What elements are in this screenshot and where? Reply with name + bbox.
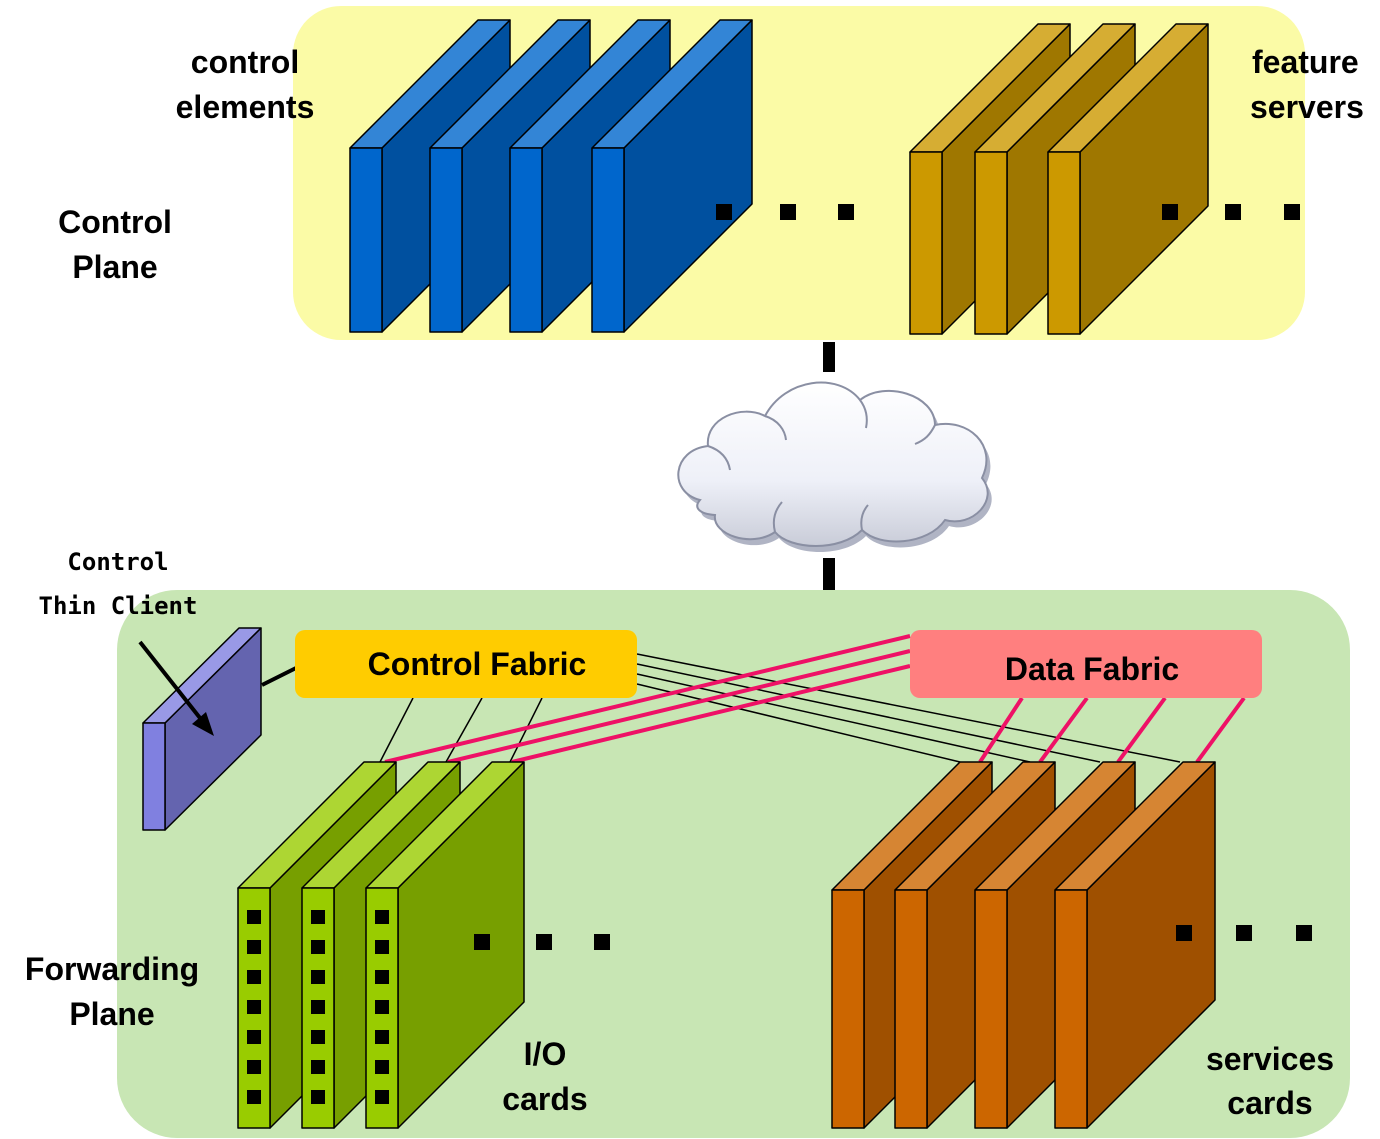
control-fabric-links (379, 653, 1181, 763)
control-elements-label-line1: control (191, 44, 299, 80)
thin-client-link (261, 666, 297, 687)
feature-servers-label-line2: servers (1250, 89, 1364, 125)
thin-client-label-line2: Thin Client (39, 592, 198, 620)
card-port (375, 1090, 389, 1104)
card-port (375, 910, 389, 924)
control-plane-label-line2: Plane (72, 249, 157, 285)
feature-servers-cards (909, 23, 1209, 335)
card-port (375, 940, 389, 954)
card-port (311, 1030, 325, 1044)
control-elements-cards (349, 19, 753, 333)
card-port (311, 940, 325, 954)
control-element-card (591, 19, 753, 333)
thin-client-label-line1: Control (67, 548, 168, 576)
card-port (247, 1060, 261, 1074)
card-port (311, 910, 325, 924)
control-fabric-box (295, 630, 637, 698)
forwarding-plane-label-line2: Plane (69, 996, 154, 1032)
card-port (311, 1090, 325, 1104)
io-cards-label-line1: I/O (524, 1036, 567, 1072)
card-port (247, 1000, 261, 1014)
services-cards-label-line2: cards (1227, 1085, 1312, 1121)
control-fabric-label: Control Fabric (368, 646, 587, 682)
card-port (247, 970, 261, 984)
feature-servers-label-line1: feature (1252, 44, 1359, 80)
card-port (375, 1060, 389, 1074)
control-plane-label-line1: Control (58, 204, 172, 240)
io-cards-label-line2: cards (502, 1081, 587, 1117)
card-port (375, 970, 389, 984)
control-link-top (823, 342, 835, 372)
card-port (247, 1090, 261, 1104)
card-port (375, 1030, 389, 1044)
thin-client-arrow (138, 640, 214, 736)
io-cards (237, 761, 525, 1129)
card-port (311, 1060, 325, 1074)
ellipsis-dots (474, 204, 1312, 950)
card-port (247, 940, 261, 954)
control-elements-label-line2: elements (176, 89, 315, 125)
thin-client-card (142, 627, 262, 831)
io-card (365, 761, 525, 1129)
card-port (247, 910, 261, 924)
data-fabric-box (910, 630, 1262, 698)
services-cards (831, 761, 1216, 1129)
data-fabric-label: Data Fabric (1005, 651, 1179, 687)
cloud-icon (677, 381, 992, 552)
services-card (1054, 761, 1216, 1129)
data-fabric-links (384, 634, 1246, 764)
services-cards-label-line1: services (1206, 1041, 1334, 1077)
control-thin-client-card (142, 627, 262, 831)
forwarding-plane-label-line1: Forwarding (25, 951, 199, 987)
card-port (375, 1000, 389, 1014)
control-link-bottom (823, 558, 835, 590)
card-port (247, 1030, 261, 1044)
feature-server-card (1047, 23, 1209, 335)
card-port (311, 970, 325, 984)
card-port (311, 1000, 325, 1014)
